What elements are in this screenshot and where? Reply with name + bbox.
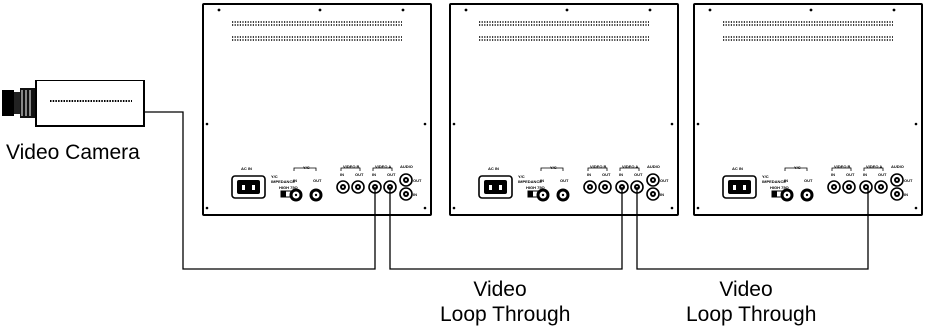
out-label: OUT — [602, 172, 611, 177]
caption-line-loop: Loop Through — [440, 303, 571, 326]
out-label: OUT — [660, 178, 669, 183]
screw — [205, 122, 209, 126]
caption-line-video: Video — [719, 278, 773, 301]
screw — [696, 206, 700, 210]
monitor-rear-panel-1 — [202, 3, 432, 216]
screw — [205, 206, 209, 210]
caption-line-video: Video — [473, 278, 527, 301]
audio-label: AUDIO — [400, 164, 413, 169]
screw — [452, 122, 456, 126]
out-label: OUT — [313, 178, 322, 183]
in-label: IN — [413, 192, 417, 197]
out-label: OUT — [804, 178, 813, 183]
screw — [892, 8, 896, 12]
out-label: OUT — [878, 172, 887, 177]
loop-through-caption-1: Video Loop Through — [440, 277, 571, 327]
screw — [423, 122, 427, 126]
in-label: IN — [831, 172, 835, 177]
camera-label: Video Camera — [6, 141, 140, 164]
in-label: IN — [372, 172, 376, 177]
impedance-label: IMPEDANCE — [271, 179, 296, 184]
video-a-label: VIDEO A — [622, 164, 639, 169]
bracket-video-a — [372, 167, 393, 171]
impedance-label: Y/C — [518, 174, 525, 179]
impedance-label: Y/C — [271, 174, 278, 179]
impedance-label: Y/C — [762, 174, 769, 179]
out-label: OUT — [560, 178, 569, 183]
video-b-label: VIDEO B — [834, 164, 851, 169]
in-label: IN — [619, 172, 623, 177]
screw — [464, 8, 468, 12]
bracket-yc — [540, 167, 564, 171]
video-b-label: VIDEO B — [343, 164, 360, 169]
screw — [648, 8, 652, 12]
acin-label: AC IN — [241, 166, 252, 171]
cable-camera-to-monitor-1 — [144, 111, 376, 270]
video-a-label: VIDEO A — [866, 164, 883, 169]
video-camera-icon — [2, 80, 145, 127]
audio-label: AUDIO — [891, 164, 904, 169]
impedance-label: IMPEDANCE — [762, 179, 787, 184]
yc-label: Y/C — [303, 165, 310, 170]
in-label: IN — [293, 178, 297, 183]
out-label: OUT — [846, 172, 855, 177]
cable-monitor-2-to-monitor-3 — [636, 187, 869, 270]
monitor-rear-panel-2 — [449, 3, 679, 216]
loop-through-caption-2: Video Loop Through — [686, 277, 817, 327]
screw — [670, 122, 674, 126]
screw — [670, 206, 674, 210]
screw — [318, 8, 322, 12]
in-label: IN — [863, 172, 867, 177]
acin-label: AC IN — [732, 166, 743, 171]
screw — [423, 206, 427, 210]
high-75-label: HIGH 75Ω — [770, 185, 789, 190]
audio-label: AUDIO — [647, 164, 660, 169]
in-label: IN — [340, 172, 344, 177]
bracket-video-b — [831, 167, 852, 171]
out-label: OUT — [387, 172, 396, 177]
acin-label: AC IN — [488, 166, 499, 171]
out-label: OUT — [413, 178, 422, 183]
screw — [914, 122, 918, 126]
out-label: OUT — [634, 172, 643, 177]
screw — [452, 206, 456, 210]
screw — [217, 8, 221, 12]
in-label: IN — [660, 192, 664, 197]
bracket-yc — [293, 167, 317, 171]
bracket-video-a — [863, 167, 884, 171]
bracket-video-b — [340, 167, 361, 171]
out-label: OUT — [355, 172, 364, 177]
out-label: OUT — [904, 178, 913, 183]
in-label: IN — [587, 172, 591, 177]
screw — [914, 206, 918, 210]
screw — [401, 8, 405, 12]
cable-monitor-1-to-monitor-2 — [389, 187, 623, 270]
bracket-yc — [784, 167, 808, 171]
screw — [809, 8, 813, 12]
in-label: IN — [784, 178, 788, 183]
video-a-label: VIDEO A — [375, 164, 392, 169]
in-label: IN — [904, 192, 908, 197]
bracket-video-a — [619, 167, 640, 171]
video-b-label: VIDEO B — [590, 164, 607, 169]
screw — [696, 122, 700, 126]
screw — [708, 8, 712, 12]
screw — [565, 8, 569, 12]
bracket-video-b — [587, 167, 608, 171]
high-75-label: HIGH 75Ω — [279, 185, 298, 190]
in-label: IN — [540, 178, 544, 183]
yc-label: Y/C — [550, 165, 557, 170]
caption-line-loop: Loop Through — [686, 303, 817, 326]
yc-label: Y/C — [794, 165, 801, 170]
high-75-label: HIGH 75Ω — [526, 185, 545, 190]
impedance-label: IMPEDANCE — [518, 179, 543, 184]
